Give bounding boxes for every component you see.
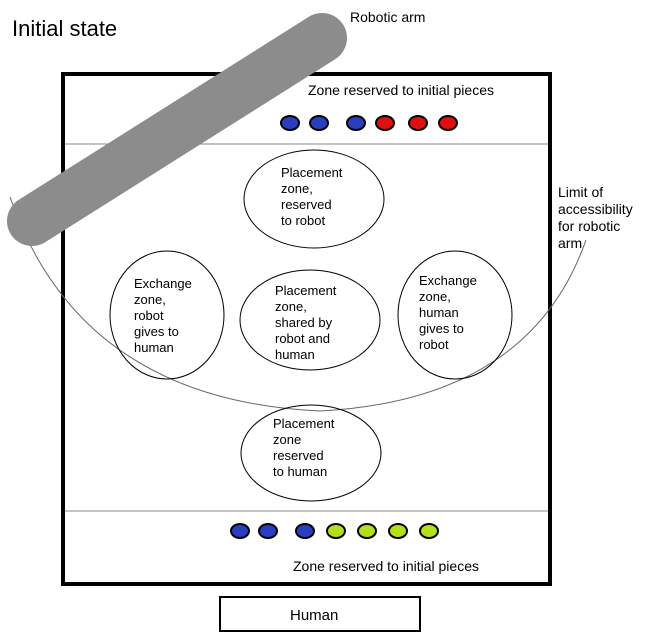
human-placement-zone-label: Placement zone reserved to human bbox=[273, 416, 338, 479]
diagram-title: Initial state bbox=[12, 16, 117, 41]
shared-placement-zone-label: Placement zone, shared by robot and huma… bbox=[275, 283, 340, 362]
robot-placement-zone bbox=[243, 149, 385, 249]
robot-placement-zone-label: Placement zone, reserved to robot bbox=[281, 165, 346, 228]
exchange-zone-human-to-robot-label: Exchange zone, human gives to robot bbox=[419, 273, 480, 352]
exchange-zone-human-to-robot bbox=[397, 250, 513, 380]
robotic-arm-label: Robotic arm bbox=[350, 9, 425, 25]
zone-label-line: zone, bbox=[419, 289, 451, 304]
green-piece bbox=[326, 523, 346, 539]
accessibility-limit-arc bbox=[9, 196, 587, 412]
zone-label-line: Exchange bbox=[134, 276, 192, 291]
bottom-pieces-group bbox=[230, 523, 439, 539]
zone-label-line: to human bbox=[273, 464, 327, 479]
limit-label-line: accessibility bbox=[558, 201, 633, 217]
zone-label-line: human bbox=[275, 347, 315, 362]
red-piece bbox=[408, 115, 428, 131]
zone-label-line: Exchange bbox=[419, 273, 477, 288]
human-label: Human bbox=[290, 607, 338, 624]
exchange-zone-robot-to-human bbox=[109, 250, 225, 380]
zone-label-line: gives to bbox=[134, 324, 179, 339]
top-pieces-group bbox=[280, 115, 458, 131]
zone-label-line: zone, bbox=[275, 299, 307, 314]
zone-label-line: zone bbox=[273, 432, 301, 447]
zone-label-line: Placement bbox=[275, 283, 337, 298]
accessibility-limit-label: Limit of accessibility for robotic arm bbox=[558, 184, 637, 251]
red-piece bbox=[438, 115, 458, 131]
shared-placement-zone bbox=[239, 269, 381, 371]
limit-label-line: arm bbox=[558, 235, 582, 251]
green-piece bbox=[388, 523, 408, 539]
zone-label-line: Placement bbox=[281, 165, 343, 180]
blue-piece bbox=[258, 523, 278, 539]
exchange-zone-robot-to-human-label: Exchange zone, robot gives to human bbox=[134, 276, 195, 355]
green-piece bbox=[419, 523, 439, 539]
zone-label-line: human bbox=[419, 305, 459, 320]
limit-label-line: Limit of bbox=[558, 184, 603, 200]
zone-label-line: human bbox=[134, 340, 174, 355]
green-piece bbox=[357, 523, 377, 539]
zone-label-line: reserved bbox=[273, 448, 324, 463]
zone-label-line: reserved bbox=[281, 197, 332, 212]
limit-label-line: for robotic bbox=[558, 218, 620, 234]
blue-piece bbox=[295, 523, 315, 539]
blue-piece bbox=[309, 115, 329, 131]
zone-label-line: gives to bbox=[419, 321, 464, 336]
zone-label-line: to robot bbox=[281, 213, 325, 228]
red-piece bbox=[375, 115, 395, 131]
blue-piece bbox=[346, 115, 366, 131]
blue-piece bbox=[230, 523, 250, 539]
human-box bbox=[219, 596, 421, 632]
blue-piece bbox=[280, 115, 300, 131]
zone-label-line: robot bbox=[134, 308, 164, 323]
robotic-arm bbox=[7, 13, 347, 246]
zone-label-line: robot and bbox=[275, 331, 330, 346]
top-zone-label: Zone reserved to initial pieces bbox=[308, 82, 494, 98]
bottom-zone-label: Zone reserved to initial pieces bbox=[293, 558, 479, 574]
human-placement-zone bbox=[240, 404, 382, 502]
zone-label-line: zone, bbox=[281, 181, 313, 196]
zone-label-line: Placement bbox=[273, 416, 335, 431]
zone-label-line: robot bbox=[419, 337, 449, 352]
zone-label-line: zone, bbox=[134, 292, 166, 307]
zone-label-line: shared by bbox=[275, 315, 333, 330]
